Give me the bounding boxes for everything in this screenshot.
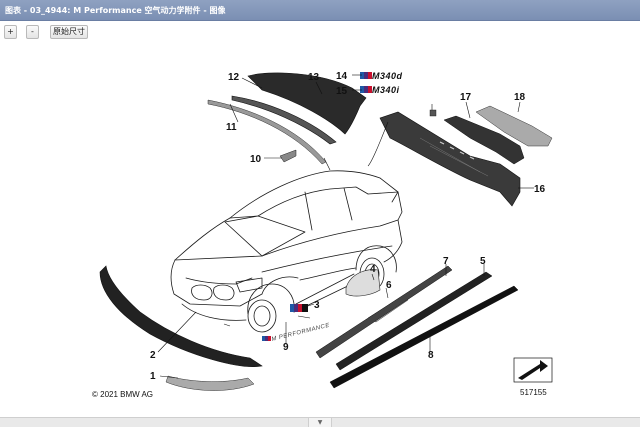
window-title: 图表 - 03_4944: M Performance 空气动力学附件 - 图像 bbox=[0, 0, 640, 21]
callout-10[interactable]: 10 bbox=[250, 154, 262, 165]
m-performance-text: M PERFORMANCE bbox=[271, 323, 331, 343]
callout-16[interactable]: 16 bbox=[534, 184, 546, 195]
side-skirt-7 bbox=[315, 265, 453, 359]
bottom-bar: ▼ bbox=[0, 417, 640, 427]
rear-diffuser-part bbox=[379, 111, 521, 207]
collapse-handle[interactable]: ▼ bbox=[308, 418, 332, 427]
badge-340d-text: M340d bbox=[372, 71, 403, 81]
callout-2[interactable]: 2 bbox=[150, 350, 156, 361]
callout-12[interactable]: 12 bbox=[228, 72, 240, 83]
callout-7[interactable]: 7 bbox=[443, 256, 449, 267]
callout-1[interactable]: 1 bbox=[150, 371, 156, 382]
leader-lines bbox=[157, 74, 534, 379]
original-size-button[interactable]: 原始尺寸 bbox=[50, 25, 88, 39]
mirror-cap-part bbox=[345, 269, 381, 297]
callout-11[interactable]: 11 bbox=[226, 122, 237, 133]
callout-6[interactable]: 6 bbox=[386, 280, 392, 291]
callout-17[interactable]: 17 bbox=[460, 92, 472, 103]
m-badge-part bbox=[290, 304, 308, 312]
callout-13[interactable]: 13 bbox=[308, 72, 320, 83]
rear-spoiler-parts bbox=[207, 72, 367, 165]
callout-5[interactable]: 5 bbox=[480, 256, 486, 267]
splitter-flap-part bbox=[165, 375, 255, 391]
callout-18[interactable]: 18 bbox=[514, 92, 526, 103]
callout-14[interactable]: 14 bbox=[336, 71, 348, 82]
diffuser-insert-17 bbox=[443, 115, 525, 165]
image-toolbar: + - 原始尺寸 bbox=[0, 22, 640, 42]
callout-8[interactable]: 8 bbox=[428, 350, 434, 361]
callout-4[interactable]: 4 bbox=[370, 264, 376, 275]
parts-diagram-canvas[interactable]: M340d M340i M PERFORMANCE bbox=[0, 42, 640, 417]
side-skirt-8 bbox=[329, 285, 519, 389]
parts-diagram: M340d M340i M PERFORMANCE bbox=[92, 71, 553, 399]
callout-9[interactable]: 9 bbox=[283, 342, 289, 353]
copyright-text: © 2021 BMW AG bbox=[92, 390, 153, 399]
chevron-down-icon: ▼ bbox=[317, 419, 323, 426]
reference-number: 517155 bbox=[520, 388, 547, 397]
callout-15[interactable]: 15 bbox=[336, 86, 348, 97]
zoom-in-button[interactable]: + bbox=[4, 25, 17, 39]
front-splitter-part bbox=[99, 265, 263, 367]
callout-3[interactable]: 3 bbox=[314, 300, 320, 311]
badge-340i: M340i bbox=[360, 85, 400, 95]
view-direction-icon bbox=[513, 357, 553, 383]
car-outline bbox=[170, 170, 403, 333]
m-performance-decal-part: M PERFORMANCE bbox=[262, 323, 331, 343]
diffuser-insert-18 bbox=[475, 105, 553, 147]
winglet-part bbox=[279, 149, 297, 163]
badge-340d: M340d bbox=[360, 71, 403, 81]
clip-part bbox=[429, 109, 437, 117]
side-skirt-5 bbox=[335, 271, 493, 371]
badge-340i-text: M340i bbox=[372, 85, 400, 95]
zoom-out-button[interactable]: - bbox=[26, 25, 39, 39]
